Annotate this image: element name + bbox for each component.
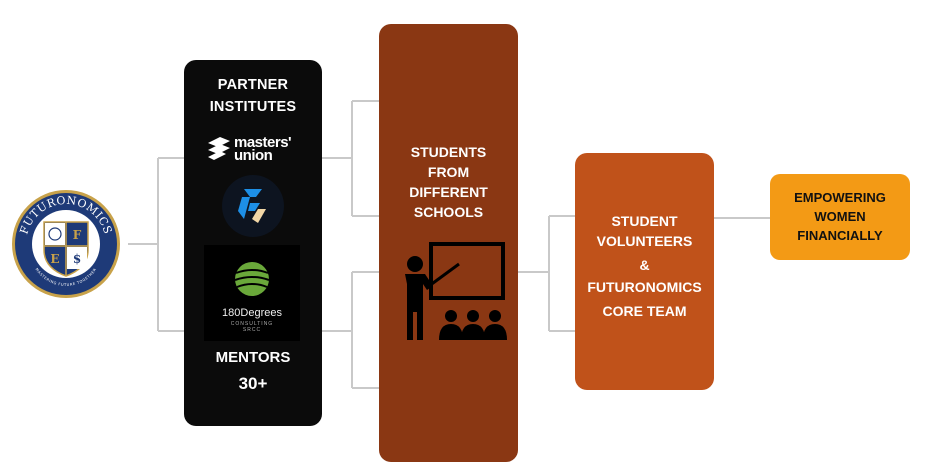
seal-letter-e: E <box>50 252 59 266</box>
students-title: STUDENTS FROM DIFFERENT SCHOOLS <box>379 142 518 222</box>
mentors-label: MENTORS <box>215 349 291 366</box>
students-line1: STUDENTS <box>410 144 487 160</box>
masters-union-logo: masters' union <box>206 132 306 166</box>
degrees-tag-text: SRCC <box>242 327 262 333</box>
students-line3: DIFFERENT <box>409 184 488 200</box>
blue-f-institute-logo <box>222 175 284 237</box>
masters-union-line2: union <box>234 147 273 164</box>
partner-title-line2: INSTITUTES <box>209 99 297 115</box>
seal-letter-dollar: $ <box>73 252 81 266</box>
teacher-classroom-icon <box>405 242 507 340</box>
volunteers-line1: STUDENT <box>611 213 678 229</box>
students-line2: FROM <box>427 164 470 180</box>
empowering-women-card: EMPOWERING WOMEN FINANCIALLY <box>770 174 910 260</box>
volunteers-line5: CORE TEAM <box>602 303 687 319</box>
empower-line2: WOMEN <box>814 209 866 224</box>
degrees-sub-text: CONSULTING <box>230 321 274 327</box>
partner-institutes-card: PARTNER INSTITUTES masters' union 180Deg… <box>184 60 322 426</box>
volunteers-line2: VOLUNTEERS <box>596 233 693 249</box>
students-card: STUDENTS FROM DIFFERENT SCHOOLS <box>379 24 518 462</box>
degrees-brand-text: 180Degrees <box>222 307 282 319</box>
masters-union-icon <box>208 137 230 160</box>
partner-title-line1: PARTNER <box>217 77 289 93</box>
seal-letter-f: F <box>73 228 82 242</box>
students-line4: SCHOOLS <box>413 204 484 220</box>
180-degrees-consulting-logo: 180Degrees CONSULTING SRCC <box>204 245 300 341</box>
empower-line1: EMPOWERING <box>794 190 886 205</box>
partner-title: PARTNER INSTITUTES <box>184 74 322 118</box>
empower-line3: FINANCIALLY <box>797 228 883 243</box>
volunteers-line3: & <box>639 257 650 273</box>
mentors-count: 30+ <box>238 374 268 393</box>
globe-icon <box>234 262 270 296</box>
empower-title: EMPOWERING WOMEN FINANCIALLY <box>770 188 910 245</box>
volunteers-line4: FUTURONOMICS <box>587 279 702 295</box>
futuronomics-seal-logo: FUTURONOMICS MASTERING FUTURE TOGETHER F… <box>12 190 120 298</box>
masters-union-line1: masters' <box>234 134 292 151</box>
volunteers-card: STUDENT VOLUNTEERS & FUTURONOMICS CORE T… <box>575 153 714 390</box>
globe-icon <box>48 227 62 241</box>
